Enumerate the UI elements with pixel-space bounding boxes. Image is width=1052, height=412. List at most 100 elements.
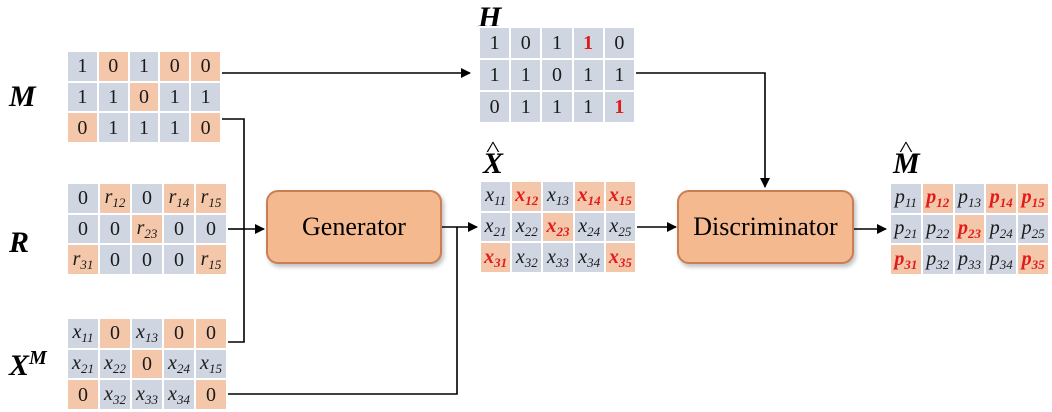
matrix-cell: 1 (96, 111, 130, 144)
matrix-cell: 0 (98, 212, 132, 246)
matrix-cell: 0 (540, 58, 574, 92)
matrix-cell: 1 (509, 58, 543, 92)
matrix-cell: x21 (478, 210, 513, 244)
matrix-cell: x25 (603, 210, 638, 244)
matrix-cell: r12 (98, 182, 132, 215)
matrix-cell: 0 (130, 347, 164, 381)
matrix-cell: 1 (571, 58, 605, 92)
matrix-cell: p12 (920, 182, 955, 215)
matrix-cell: 0 (130, 243, 164, 276)
line-xm-to-bus (228, 229, 245, 343)
matrix-cell: p31 (889, 243, 923, 276)
matrix-cell: 0 (158, 50, 192, 83)
matrix-cell: x33 (130, 378, 164, 411)
matrix-cell: x33 (541, 241, 575, 274)
matrix-cell: 0 (509, 26, 543, 60)
matrix-cell: 1 (571, 26, 605, 60)
matrix-cell: x15 (194, 347, 228, 381)
matrix-cell: x21 (66, 347, 100, 381)
matrix-cell: r15 (194, 182, 228, 215)
matrix-cell: p22 (920, 212, 955, 246)
matrix-cell: x35 (603, 241, 638, 274)
label-xhat: ^X (483, 136, 504, 180)
matrix-cell: x12 (510, 180, 544, 213)
matrix-cell: 0 (162, 317, 196, 350)
matrix-cell: 0 (162, 243, 196, 276)
discriminator-block: Discriminator (677, 190, 854, 264)
matrix-cell: r15 (194, 243, 228, 276)
matrix-cell: x32 (98, 378, 132, 411)
matrix-cell: 0 (602, 26, 637, 60)
matrix-cell: p33 (952, 243, 987, 276)
matrix-cell: 0 (189, 50, 222, 83)
matrix-cell: 1 (127, 50, 161, 83)
matrix-cell: 0 (130, 182, 164, 215)
matrix-cell: 1 (96, 80, 130, 114)
discriminator-label: Discriminator (693, 212, 838, 241)
arrow-h-to-discriminator (636, 72, 770, 188)
matrix-cell: 1 (66, 80, 99, 114)
label-m: M (9, 80, 36, 113)
matrix-cell: 0 (98, 243, 132, 276)
matrix-cell: 0 (189, 111, 222, 144)
matrix-cell: p14 (984, 182, 1019, 215)
matrix-cell: 0 (96, 50, 130, 83)
matrix-cell: 0 (194, 317, 228, 350)
matrix-cell: 0 (66, 378, 100, 411)
matrix-cell: x15 (603, 180, 638, 213)
matrix-cell: 1 (509, 90, 543, 124)
label-h: H (478, 1, 502, 34)
matrix-cell: 1 (602, 58, 637, 92)
matrix-cell: 1 (477, 58, 512, 92)
matrix-cell: p15 (1016, 182, 1050, 215)
matrix-cell: x22 (510, 210, 544, 244)
matrix-cell: x22 (98, 347, 132, 381)
matrix-cell: x13 (130, 317, 164, 350)
matrix-cell: 1 (127, 111, 161, 144)
matrix-cell: 0 (127, 80, 161, 114)
label-r: R (9, 226, 30, 259)
matrix-cell: p21 (889, 212, 923, 246)
matrix-cell: 0 (66, 182, 100, 215)
generator-label: Generator (302, 212, 406, 241)
matrix-cell: p35 (1016, 243, 1050, 276)
matrix-cell: x31 (478, 241, 513, 274)
matrix-cell: r31 (66, 243, 100, 276)
matrix-cell: x13 (541, 180, 575, 213)
matrix-cell: x34 (162, 378, 196, 411)
matrix-cell: x34 (572, 241, 606, 274)
matrix-cell: 1 (477, 26, 512, 60)
matrix-cell: 1 (571, 90, 605, 124)
matrix-cell: 1 (540, 26, 574, 60)
matrix-cell: p34 (984, 243, 1019, 276)
matrix-cell: x32 (510, 241, 544, 274)
line-xm-to-gen-output (228, 227, 458, 395)
matrix-cell: p25 (1016, 212, 1050, 246)
matrix-cell: r14 (162, 182, 196, 215)
matrix-cell: 0 (477, 90, 512, 124)
matrix-cell: 1 (66, 50, 99, 83)
label-xm: XM (9, 347, 47, 382)
matrix-cell: 0 (66, 111, 99, 144)
matrix-cell: 0 (162, 212, 196, 246)
